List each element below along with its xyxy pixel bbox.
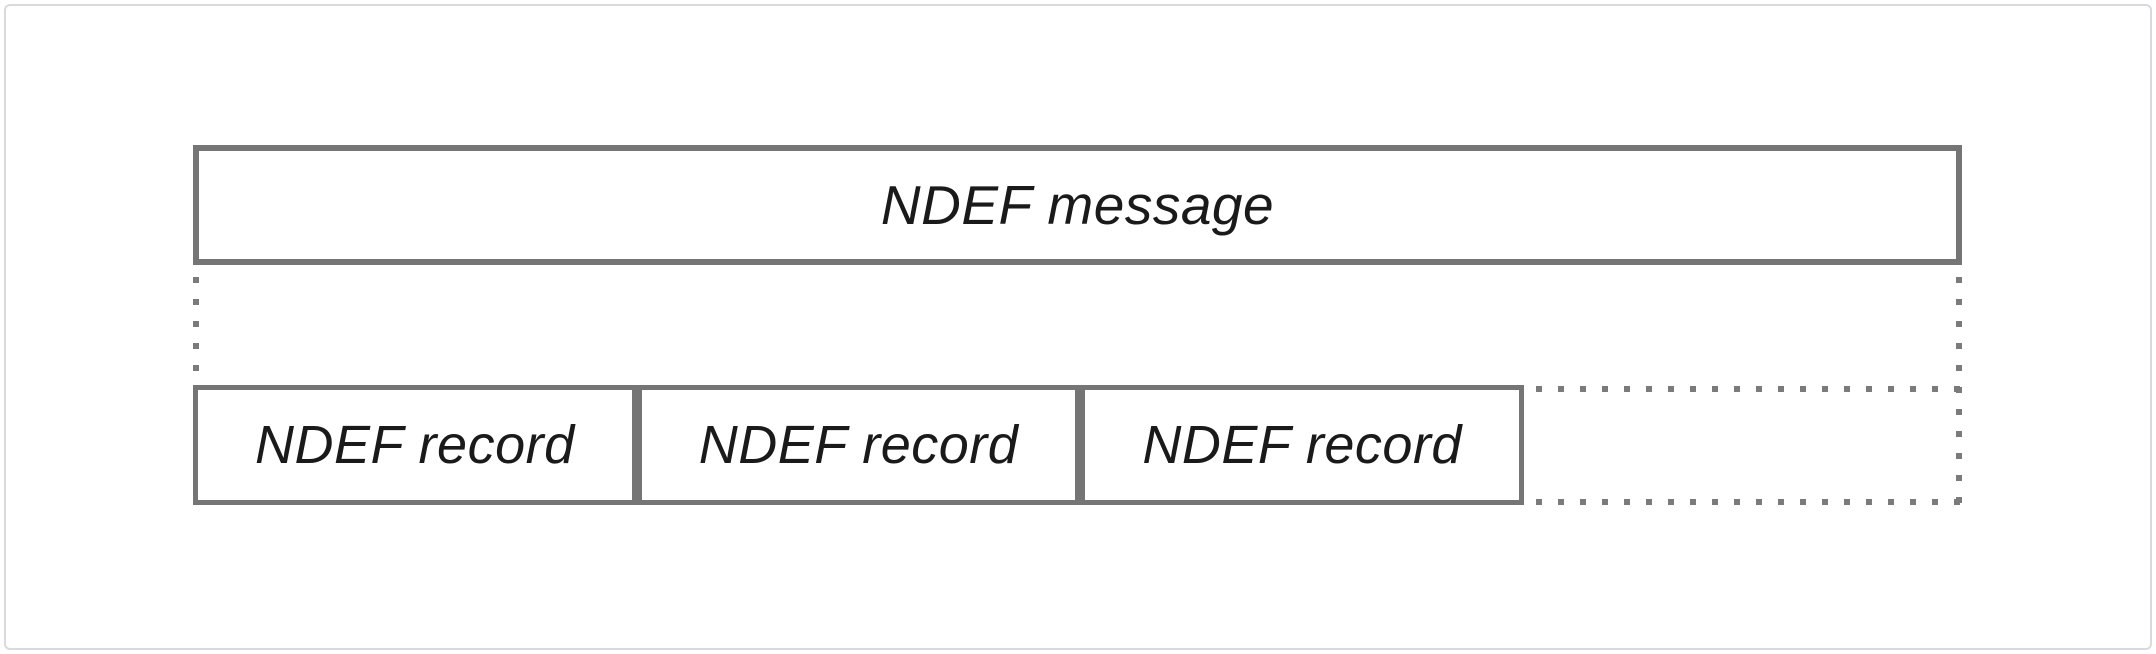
- ndef-records-row: NDEF record NDEF record NDEF record: [193, 385, 1525, 505]
- ndef-message-label: NDEF message: [880, 173, 1275, 236]
- ndef-record-label-2: NDEF record: [698, 415, 1019, 475]
- ndef-record-box-2: NDEF record: [636, 385, 1081, 505]
- ndef-record-box-1: NDEF record: [193, 385, 637, 505]
- ndef-record-label-1: NDEF record: [255, 415, 575, 475]
- dotted-connector-top: [1536, 386, 1960, 392]
- ndef-record-box-3: NDEF record: [1080, 385, 1525, 505]
- figure-frame: [4, 4, 2152, 650]
- ndef-message-box: NDEF message: [193, 145, 1962, 265]
- dotted-connector-bottom: [1536, 499, 1960, 505]
- dotted-connector-left: [193, 277, 199, 377]
- ndef-record-label-3: NDEF record: [1142, 415, 1462, 475]
